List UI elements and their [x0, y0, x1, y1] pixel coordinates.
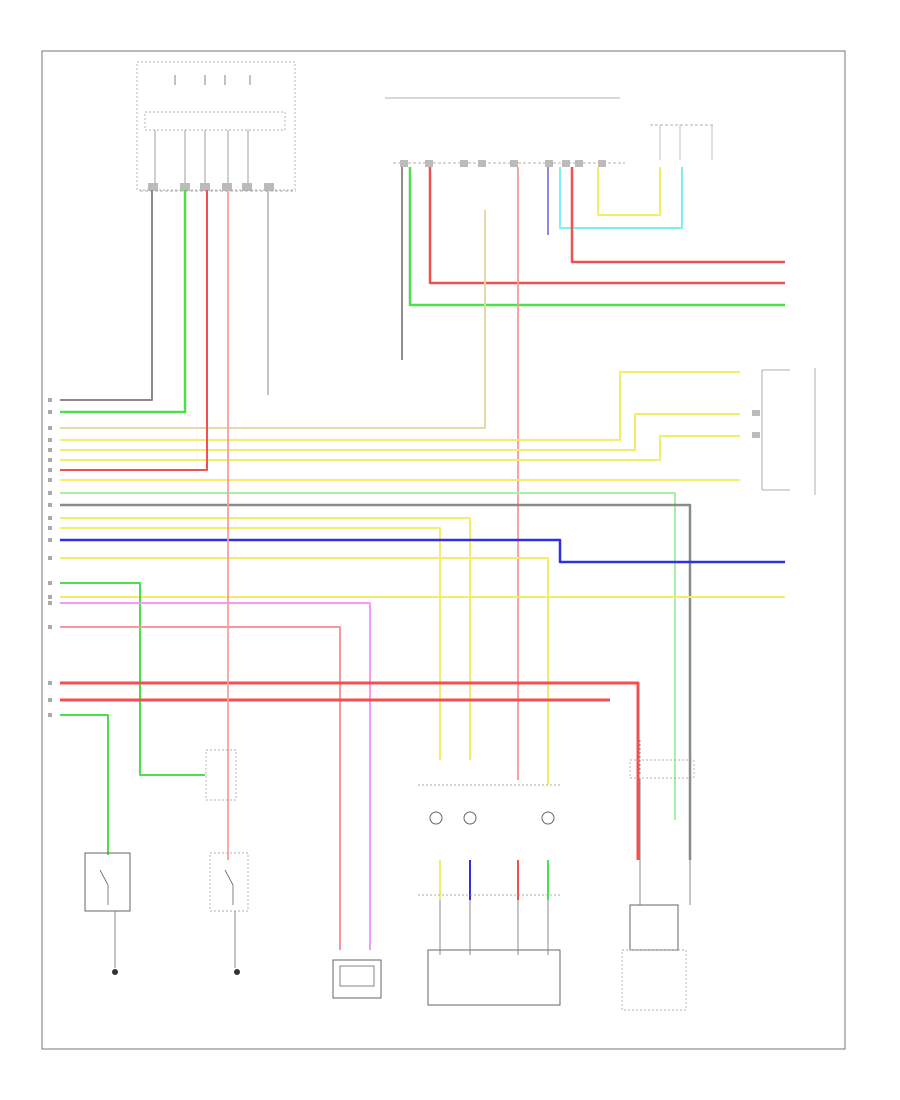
top-right-module — [650, 124, 715, 160]
wire-yellow-2 — [60, 371, 740, 441]
bottom-right-sensor — [621, 759, 695, 1011]
wire-red-2 — [570, 167, 785, 264]
wire-tan-1 — [60, 210, 486, 429]
wire-red-3 — [60, 190, 208, 471]
wire-yellow-3 — [60, 413, 740, 451]
wire-yellow-6 — [60, 517, 471, 760]
wire-gray-1 — [60, 190, 153, 401]
bottom-seatbelt-module — [332, 959, 382, 999]
top-left-module — [136, 61, 296, 192]
bottom-left-switch-2 — [209, 852, 249, 975]
wire-green-1 — [60, 190, 187, 414]
wire-yellow-1 — [597, 167, 661, 216]
wire-blue-1 — [60, 538, 785, 564]
wire-green-3 — [60, 582, 205, 776]
wire-lightgreen-1 — [60, 492, 676, 820]
wire-gray-2 — [60, 503, 692, 860]
left-bus-pins — [48, 398, 52, 717]
mid-left-connector — [205, 749, 237, 801]
wire-yellow-8 — [60, 557, 549, 785]
bottom-center-module — [418, 784, 561, 1006]
wire-cyan-1 — [559, 167, 683, 229]
wire-green-2 — [408, 167, 785, 307]
bottom-left-switch-1 — [84, 852, 131, 975]
right-connector-bracket — [752, 368, 816, 495]
wire-red-4 — [60, 681, 640, 860]
top-center-module — [385, 97, 625, 167]
wire-pinkred-2 — [60, 626, 341, 950]
diagram-frame — [41, 50, 846, 1050]
wires — [60, 167, 785, 950]
wire-yellow-4 — [60, 435, 740, 461]
wire-yellow-7 — [60, 527, 441, 760]
wire-green-4 — [60, 714, 109, 855]
tl-connector-row — [148, 183, 274, 191]
wire-pink-1 — [60, 602, 371, 950]
wire-red-1 — [428, 167, 785, 285]
